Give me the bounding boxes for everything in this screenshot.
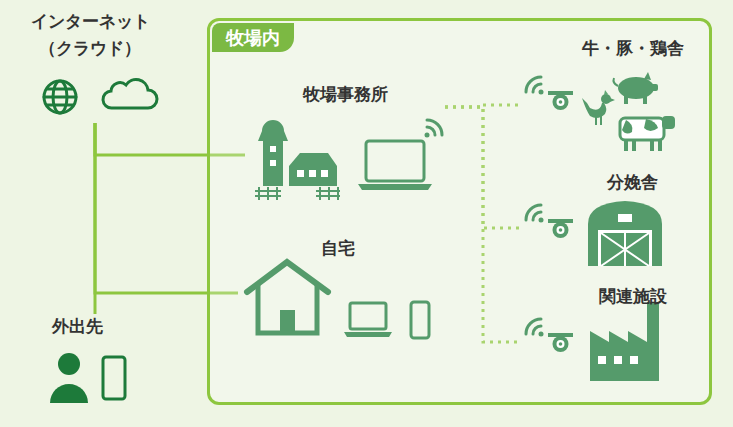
facility-node: 関連施設 bbox=[520, 284, 705, 384]
office-node: 牧場事務所 bbox=[245, 82, 445, 202]
internet-node: インターネット（クラウド） bbox=[15, 8, 165, 123]
globe-icon bbox=[44, 81, 76, 113]
outside-node: 外出先 bbox=[25, 314, 130, 407]
node-label: 分娩舎 bbox=[560, 170, 705, 196]
node-label: 牧場事務所 bbox=[245, 82, 445, 108]
region-tab: 牧場内 bbox=[212, 23, 294, 52]
node-label: 自宅 bbox=[238, 236, 438, 262]
node-label: 牛・豚・鶏舎 bbox=[560, 36, 705, 62]
network-line bbox=[94, 123, 97, 314]
node-label: 関連施設 bbox=[560, 284, 705, 310]
node-label: （クラウド） bbox=[15, 35, 165, 62]
node-label: インターネット bbox=[15, 8, 165, 35]
cloud-icon bbox=[103, 79, 157, 108]
barn-node: 牛・豚・鶏舎 bbox=[520, 36, 705, 158]
farrowing-node: 分娩舎 bbox=[520, 170, 705, 270]
farm-region: 牧場内牧場事務所 牛・豚・鶏舎分娩舎自宅関連施設 bbox=[207, 18, 712, 405]
node-label: 外出先 bbox=[25, 314, 130, 340]
phone-icon bbox=[103, 357, 125, 399]
person-icon bbox=[50, 353, 88, 403]
home-node: 自宅 bbox=[238, 236, 438, 343]
